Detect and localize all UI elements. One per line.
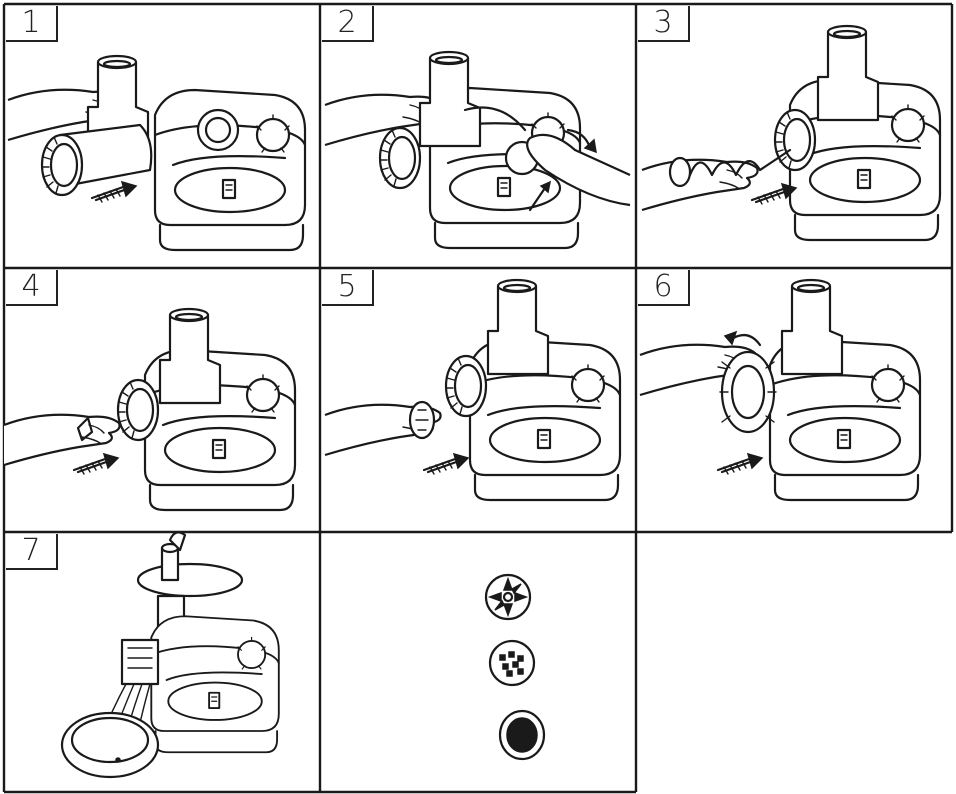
fine-disc (498, 709, 546, 761)
step-label-5: 5 (322, 270, 374, 306)
medium-disc (488, 639, 536, 687)
panel-5-illustration (323, 278, 622, 502)
panel-1-illustration (6, 54, 307, 252)
panel-3-illustration (640, 24, 942, 242)
step-label-1: 1 (6, 6, 58, 42)
step-label-4: 4 (6, 270, 58, 306)
panel-6-illustration (638, 278, 922, 502)
panel-7-illustration (60, 531, 280, 779)
step-label-3: 3 (638, 6, 690, 42)
coarse-disc (484, 573, 532, 621)
panel-4-illustration (2, 307, 297, 512)
cutting-discs (484, 573, 546, 761)
step-label-7: 7 (6, 534, 58, 570)
step-label-6: 6 (638, 270, 690, 306)
step-label-2: 2 (322, 6, 374, 42)
panel-2-illustration (323, 50, 631, 250)
